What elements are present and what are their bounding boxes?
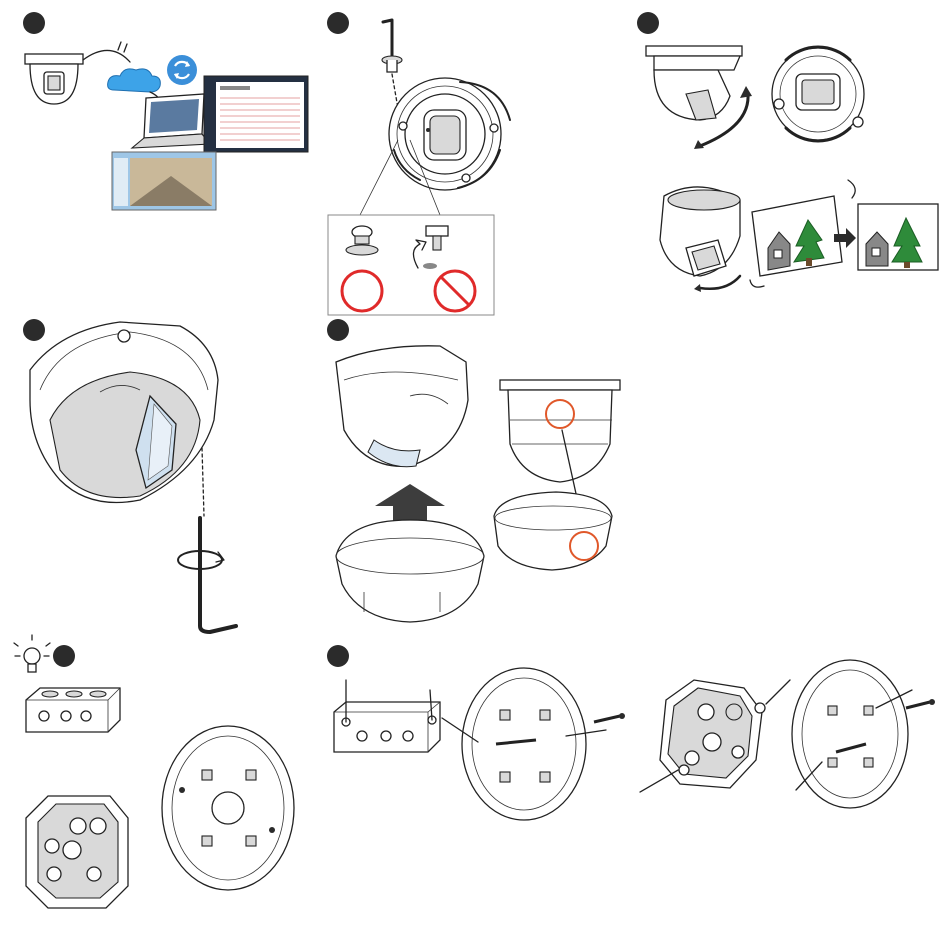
octagon-box-icon — [26, 796, 128, 908]
camera-body-angled — [336, 346, 468, 467]
camera-body-side — [500, 380, 620, 482]
step-badge-5 — [327, 319, 349, 341]
screw-icon-2 — [906, 699, 935, 708]
camera-base-top-view — [389, 78, 510, 190]
lightbulb-icon — [14, 635, 50, 672]
monitor-icon — [204, 76, 308, 152]
image-tilted — [752, 196, 842, 276]
laptop-icon — [132, 94, 210, 148]
dome-camera-icon — [25, 54, 83, 104]
cloud-icon — [108, 69, 161, 92]
live-view-screenshot — [112, 152, 216, 210]
rotate-arrow-icon-2 — [750, 280, 764, 287]
camera-rotate-view — [660, 187, 740, 292]
step-badge-7 — [327, 645, 349, 667]
junction-box-mounting — [334, 702, 440, 752]
mounting-plate-front — [462, 668, 586, 820]
sync-icon — [167, 55, 197, 85]
step-badge-6 — [53, 645, 75, 667]
step-badge-1 — [23, 12, 45, 34]
hex-key-icon-large — [178, 518, 236, 632]
step-badge-2 — [327, 12, 349, 34]
mounting-plate-icon — [162, 726, 294, 890]
cable-break-mark — [118, 42, 127, 52]
screw-icon — [594, 713, 625, 722]
guide-line-4 — [202, 448, 204, 516]
step-badge-3 — [637, 12, 659, 34]
junction-box-icon — [26, 688, 120, 732]
dome-cover-side — [494, 492, 612, 570]
image-corrected — [858, 204, 938, 270]
camera-side-view — [646, 46, 742, 120]
dome-camera-large — [30, 322, 218, 503]
step-badge-4 — [23, 319, 45, 341]
network-cable — [83, 50, 130, 62]
dome-cover — [336, 520, 484, 622]
camera-front-view — [772, 47, 864, 141]
hex-key-icon — [382, 20, 402, 72]
mounting-plate-rotated — [792, 660, 908, 808]
rotate-arrow-icon — [848, 180, 855, 198]
